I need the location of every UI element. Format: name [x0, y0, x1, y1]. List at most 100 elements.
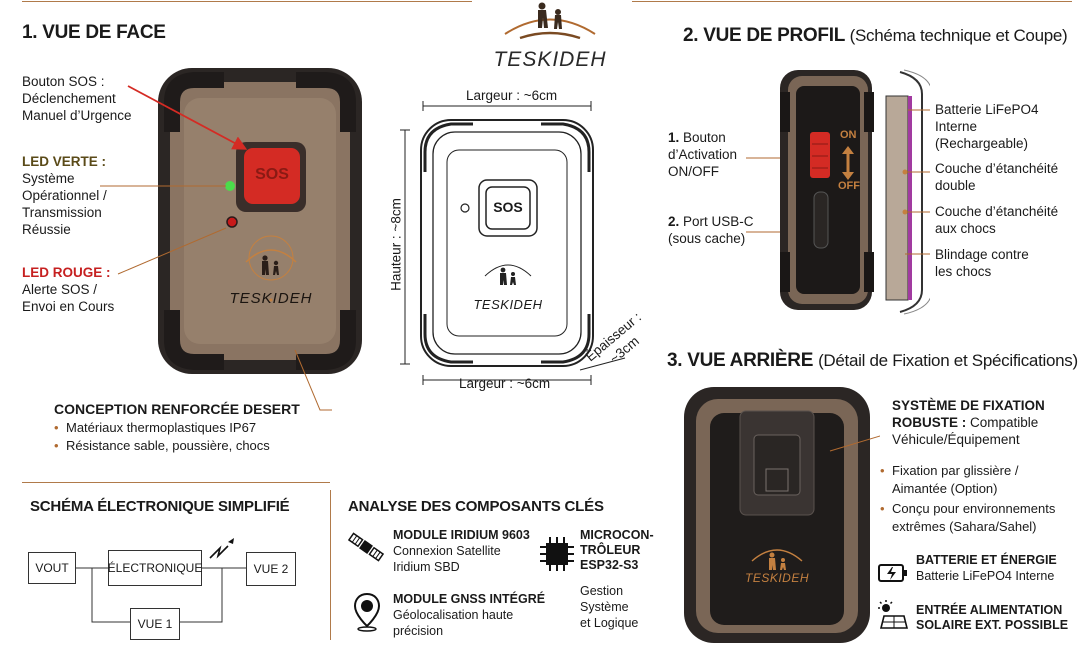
- fix-points: Fixation par glissière /Aimantée (Option…: [880, 462, 1055, 536]
- schematic-box-vue1: VUE 1: [130, 608, 180, 640]
- gnss-text-2: précision: [393, 624, 444, 638]
- back-title: 3. VUE ARRIÈRE (Détail de Fixation et Sp…: [667, 350, 1078, 372]
- design-title: CONCEPTION RENFORCÉE DESERT: [54, 401, 300, 417]
- profile-button-line-2: d’Activation: [668, 147, 738, 162]
- header-logo: TESKIDEH: [480, 0, 620, 78]
- gnss-title: MODULE GNSS INTÉGRÉ: [393, 592, 546, 606]
- led-red-line-1: Alerte SOS /: [22, 282, 98, 297]
- satellite-icon: [347, 530, 385, 569]
- iridium-block: MODULE IRIDIUM 9603 Connexion Satellite …: [393, 528, 530, 575]
- sketch-height: Hauteur : ~8cm: [388, 198, 404, 291]
- iridium-text-1: Connexion Satellite: [393, 544, 501, 558]
- front-brand: TESKIDEH: [229, 290, 313, 307]
- profile-button-line-3: ON/OFF: [668, 164, 719, 179]
- profile-layer-2: Couche d’étanchéité double: [935, 160, 1058, 194]
- chip-icon: [538, 535, 576, 578]
- mcu-text-2: Système: [580, 600, 629, 614]
- fix-title-1: SYSTÈME DE FIXATION: [892, 398, 1045, 413]
- sos-label-line-1: Bouton SOS :: [22, 74, 105, 89]
- profile-title-text: 2. VUE DE PROFIL: [683, 25, 845, 46]
- bottom-vdivider: [330, 490, 331, 640]
- fix-text-1: Compatible: [970, 415, 1039, 430]
- fix-block: SYSTÈME DE FIXATION ROBUSTE : Compatible…: [892, 397, 1045, 448]
- solar-icon: [876, 600, 909, 637]
- led-green-line-2: Opérationnel /: [22, 188, 107, 203]
- led-red-label: LED ROUGE : Alerte SOS / Envoi en Cours: [22, 264, 114, 315]
- gnss-text-1: Géolocalisation haute: [393, 608, 514, 622]
- led-red-title: LED ROUGE :: [22, 265, 111, 280]
- sketch-brand: TESKIDEH: [473, 297, 543, 312]
- fix-point-1: Fixation par glissière /Aimantée (Option…: [880, 462, 1055, 498]
- design-block: CONCEPTION RENFORCÉE DESERT Matériaux th…: [54, 401, 300, 455]
- battery-text: Batterie LiFePO4 Interne: [916, 569, 1055, 583]
- profile-layer-2-line-2: double: [935, 178, 976, 193]
- top-rule-right: [632, 1, 1072, 2]
- front-title: 1. VUE DE FACE: [22, 22, 166, 43]
- schematic-lines: [76, 538, 246, 623]
- sketch-sos: SOS: [493, 199, 523, 215]
- profile-button-line-1: Bouton: [683, 130, 726, 145]
- top-rule-left: [22, 1, 472, 2]
- sos-label-line-3: Manuel d’Urgence: [22, 108, 132, 123]
- sos-label: Bouton SOS : Déclenchement Manuel d’Urge…: [22, 73, 132, 124]
- led-green-line-1: Système: [22, 171, 75, 186]
- mcu-title-1: MICROCON-: [580, 528, 654, 542]
- back-device: [684, 387, 880, 643]
- profile-usb-line-1: Port USB-C: [683, 214, 754, 229]
- led-green-line-4: Réussie: [22, 222, 71, 237]
- sketch-width-top: Largeur : ~6cm: [466, 88, 558, 103]
- mcu-title-2: TRÔLEUR: [580, 543, 641, 557]
- schematic-box-vue2: VUE 2: [246, 552, 296, 586]
- location-icon: [352, 592, 382, 637]
- profile-button-num: 1.: [668, 130, 680, 145]
- back-subtitle: (Détail de Fixation et Spécifications): [818, 351, 1078, 370]
- profile-usb-num: 2.: [668, 214, 680, 229]
- mcu-text-1: Gestion: [580, 584, 624, 598]
- profile-layer-1-line-1: Batterie LiFePO4 Interne: [935, 102, 1039, 134]
- solar-title-1: ENTRÉE ALIMENTATION: [916, 603, 1063, 617]
- profile-title: 2. VUE DE PROFIL (Schéma technique et Co…: [683, 25, 1068, 47]
- front-device: SOS TESKIDEH: [150, 62, 370, 382]
- schematic-box-vout: VOUT: [28, 552, 76, 584]
- solar-title-2: SOLAIRE EXT. POSSIBLE: [916, 618, 1069, 632]
- battery-title: BATTERIE ET ÉNERGIE: [916, 553, 1057, 567]
- line-sketch: [400, 101, 626, 385]
- profile-button-label: 1. Bouton d’Activation ON/OFF: [668, 129, 737, 180]
- mcu-title-3: ESP32-S3: [580, 558, 639, 572]
- profile-subtitle: (Schéma technique et Coupe): [849, 26, 1068, 45]
- design-point-1: Matériaux thermoplastiques IP67: [54, 419, 300, 437]
- profile-layer-3: Couche d’étanchéité aux chocs: [935, 203, 1058, 237]
- mcu-text-3: et Logique: [580, 616, 639, 630]
- profile-layer-4-line-2: les chocs: [935, 264, 992, 279]
- profile-layer-1-line-2: (Rechargeable): [935, 136, 1029, 151]
- profile-layer-3-line-2: aux chocs: [935, 221, 996, 236]
- iridium-title: MODULE IRIDIUM 9603: [393, 528, 530, 542]
- schematic-title: SCHÉMA ÉLECTRONIQUE SIMPLIFIÉ: [30, 498, 290, 515]
- design-point-2: Résistance sable, poussière, chocs: [54, 437, 300, 455]
- battery-icon: [878, 562, 908, 589]
- profile-layer-3-line-1: Couche d’étanchéité: [935, 204, 1059, 219]
- profile-layer-1: Batterie LiFePO4 Interne (Rechargeable): [935, 101, 1080, 152]
- profile-device: [746, 69, 930, 315]
- gnss-block: MODULE GNSS INTÉGRÉ Géolocalisation haut…: [393, 592, 545, 639]
- fix-title-2: ROBUSTE :: [892, 415, 967, 430]
- iridium-text-2: Iridium SBD: [393, 560, 460, 574]
- profile-off: OFF: [838, 180, 860, 192]
- profile-layer-4-line-1: Blindage contre: [935, 247, 1029, 262]
- back-brand: TESKIDEH: [744, 571, 809, 585]
- led-green-label: LED VERTE : Système Opérationnel / Trans…: [22, 153, 107, 238]
- battery-block: BATTERIE ET ÉNERGIE Batterie LiFePO4 Int…: [916, 553, 1057, 584]
- front-sos-text[interactable]: SOS: [255, 166, 289, 183]
- back-title-text: 3. VUE ARRIÈRE: [667, 350, 814, 371]
- components-title: ANALYSE DES COMPOSANTS CLÉS: [348, 498, 604, 515]
- sos-label-line-2: Déclenchement: [22, 91, 116, 106]
- fix-text-2: Véhicule/Équipement: [892, 432, 1020, 447]
- sketch-width-bottom: Largeur : ~6cm: [459, 376, 551, 391]
- solar-block: ENTRÉE ALIMENTATION SOLAIRE EXT. POSSIBL…: [916, 603, 1068, 633]
- profile-on: ON: [840, 129, 857, 141]
- profile-layer-4: Blindage contre les chocs: [935, 246, 1029, 280]
- led-green-title: LED VERTE :: [22, 154, 107, 169]
- led-red-line-2: Envoi en Cours: [22, 299, 115, 314]
- mcu-block: MICROCON- TRÔLEUR ESP32-S3 Gestion Systè…: [580, 528, 654, 631]
